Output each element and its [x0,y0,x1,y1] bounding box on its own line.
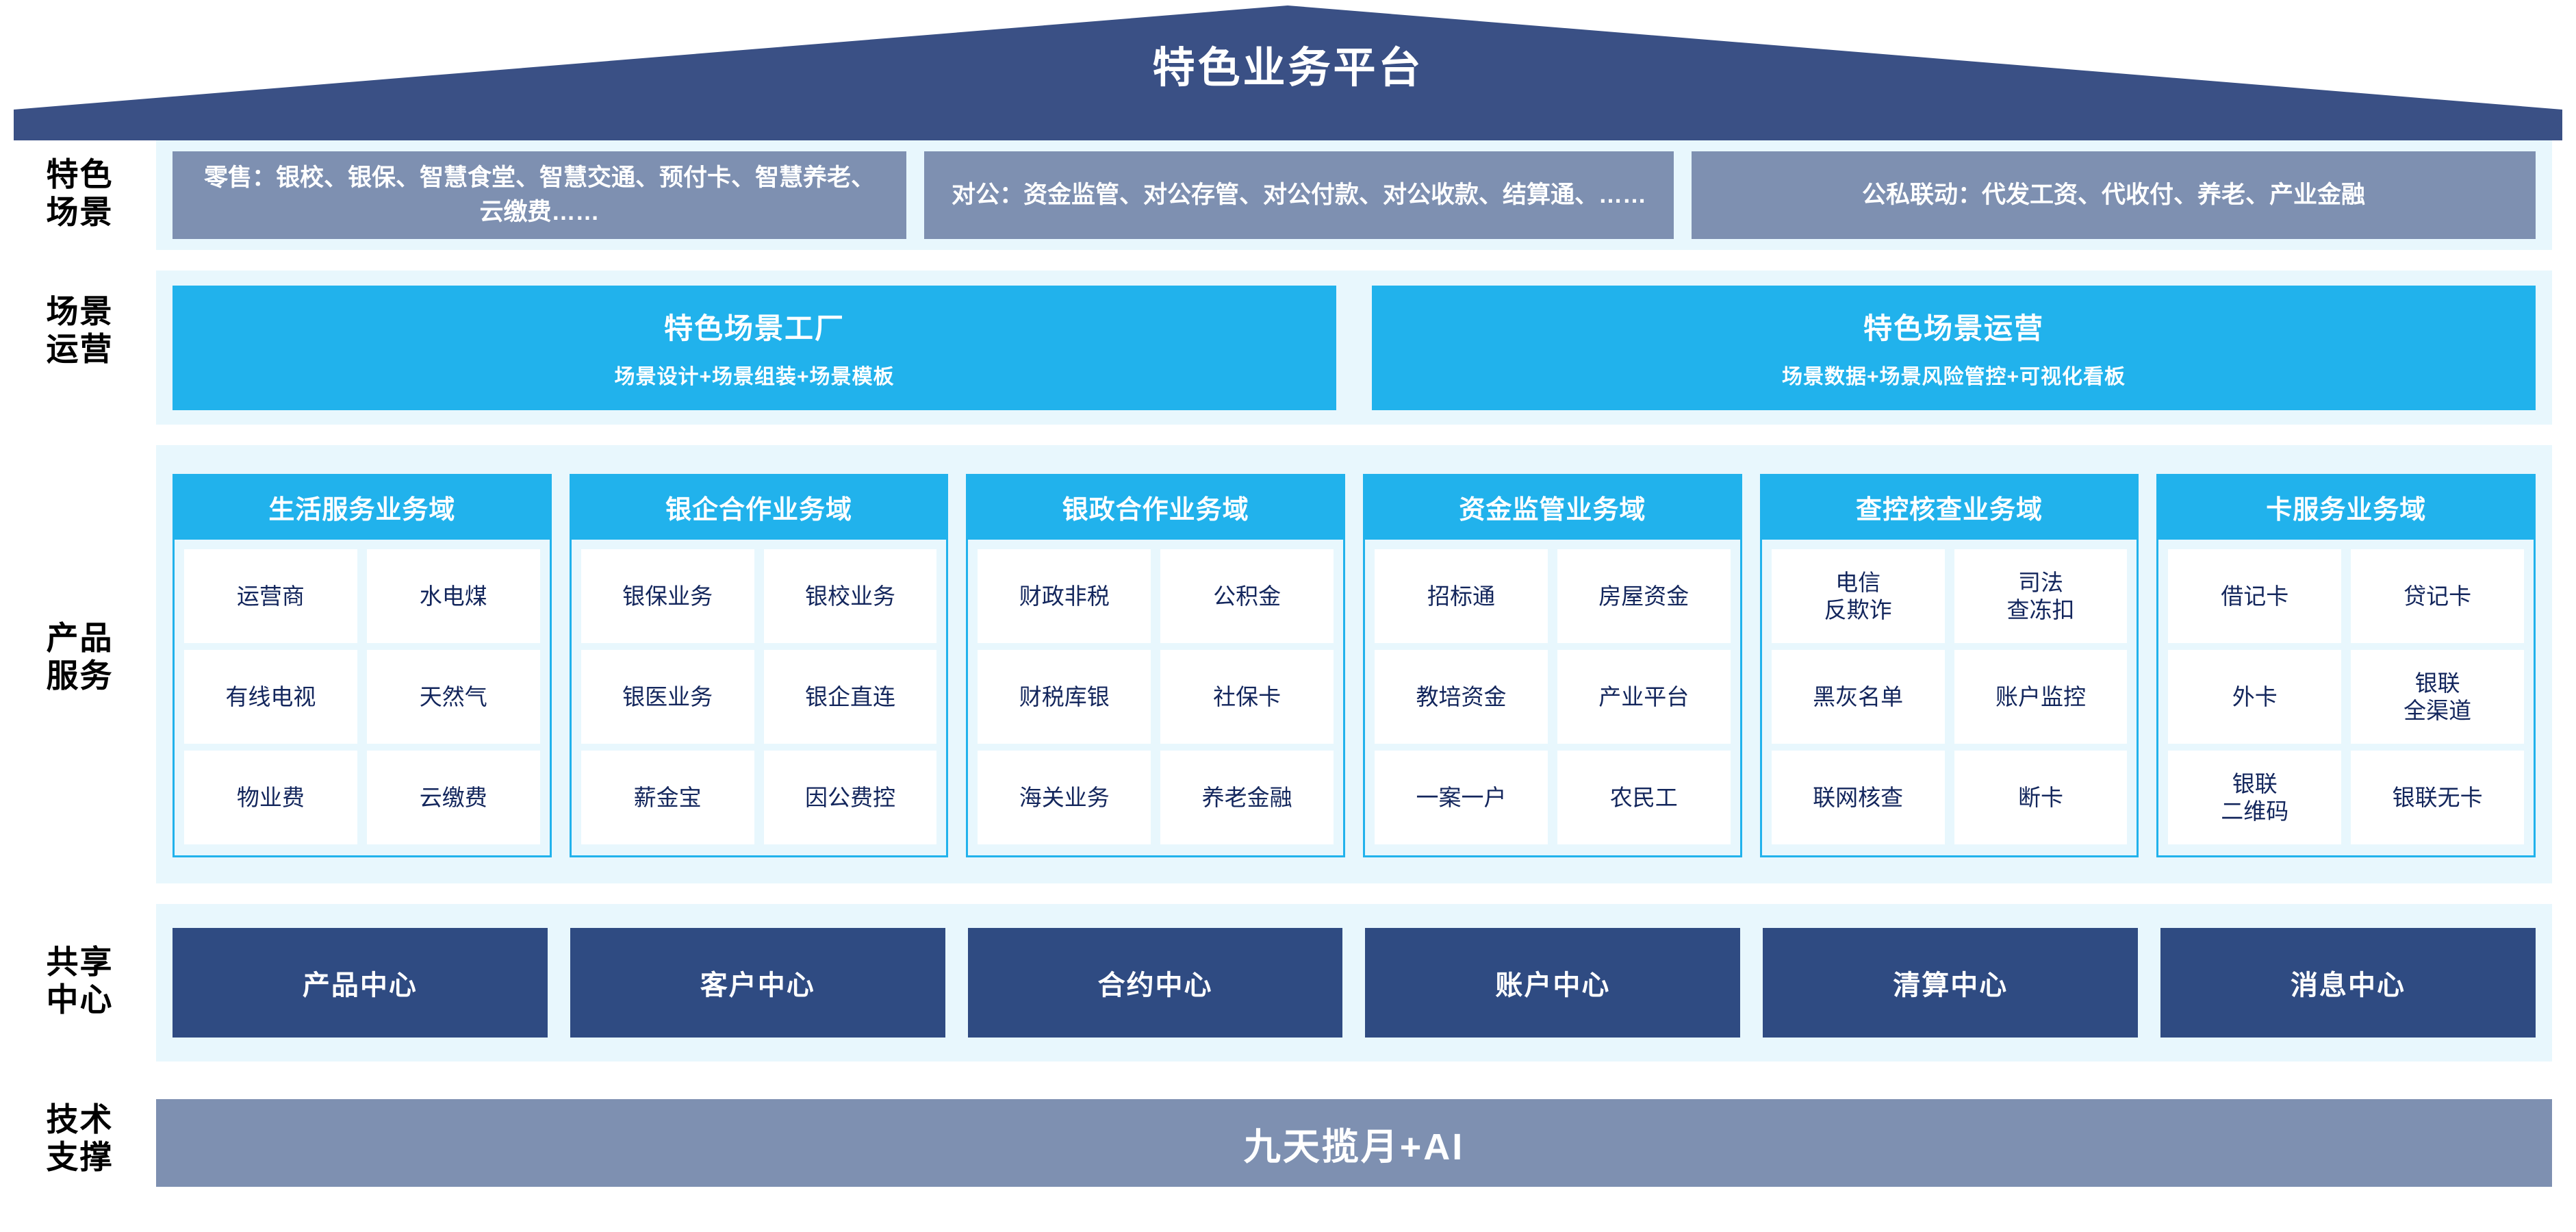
domain-item[interactable]: 云缴费 [366,751,540,844]
row-label-ops: 场景 运营 [46,293,114,367]
domain-item[interactable]: 社保卡 [1160,650,1334,744]
domain-item[interactable]: 水电煤 [366,549,540,643]
domain-item[interactable]: 银联 全渠道 [2351,650,2525,744]
ops-title: 特色场景工厂 [663,312,845,344]
domain-card-life-service: 生活服务业务域 运营商 水电煤 有线电视 天然气 物业费 云缴费 [173,474,552,857]
scene-box-linkage: 公私联动：代发工资、代收付、养老、产业金融 [1692,151,2536,239]
domain-card-investigation: 查控核查业务域 电信 反欺诈 司法 查冻扣 黑灰名单 账户监控 联网核查 断卡 [1759,474,2139,857]
ops-title: 特色场景运营 [1863,312,2044,344]
domain-row: 招标通 房屋资金 [1375,549,1731,643]
ops-box-scene-factory: 特色场景工厂 场景设计+场景组装+场景模板 [173,285,1336,410]
ops-box-scene-operation: 特色场景运营 场景数据+场景风险管控+可视化看板 [1372,285,2536,410]
shared-centers-band: 产品中心 客户中心 合约中心 账户中心 清算中心 消息中心 [156,904,2552,1061]
domain-row: 运营商 水电煤 [184,549,540,643]
domain-item[interactable]: 司法 查冻扣 [1954,549,2128,643]
domain-row: 银联 二维码 银联无卡 [2168,751,2525,844]
domain-item[interactable]: 财税库银 [978,650,1151,744]
domain-row: 教培资金 产业平台 [1375,650,1731,744]
center-box-contract[interactable]: 合约中心 [967,928,1343,1038]
domain-row: 借记卡 贷记卡 [2168,549,2525,643]
row-label-centers: 共享 中心 [46,944,114,1018]
domain-item[interactable]: 贷记卡 [2351,549,2525,643]
domain-item[interactable]: 因公费控 [763,751,937,844]
domain-title: 银政合作业务域 [968,476,1344,540]
domain-title: 资金监管业务域 [1365,476,1740,540]
ops-subtitle: 场景数据+场景风险管控+可视化看板 [1781,366,2126,388]
domain-row: 联网核查 断卡 [1771,751,2128,844]
domain-row: 海关业务 养老金融 [978,751,1334,844]
domain-item[interactable]: 教培资金 [1375,650,1548,744]
domain-item[interactable]: 银联无卡 [2351,751,2525,844]
domain-item[interactable]: 房屋资金 [1557,549,1731,643]
ops-subtitle: 场景设计+场景组装+场景模板 [614,366,895,388]
domain-item[interactable]: 物业费 [184,751,357,844]
domain-item[interactable]: 天然气 [366,650,540,744]
domain-row: 一案一户 农民工 [1375,751,1731,844]
domain-item[interactable]: 农民工 [1557,751,1731,844]
domain-card-card-service: 卡服务业务域 借记卡 贷记卡 外卡 银联 全渠道 银联 二维码 银联无卡 [2156,474,2536,857]
platform-roof: 特色业务平台 [0,0,2576,140]
domain-row: 黑灰名单 账户监控 [1771,650,2128,744]
domain-item[interactable]: 外卡 [2168,650,2342,744]
domain-item[interactable]: 养老金融 [1160,751,1334,844]
scene-band: 零售：银校、银保、智慧食堂、智慧交通、预付卡、智慧养老、云缴费…… 对公：资金监… [156,140,2552,250]
center-box-product[interactable]: 产品中心 [173,928,548,1038]
domain-item[interactable]: 银保业务 [581,549,754,643]
domain-item[interactable]: 公积金 [1160,549,1334,643]
tech-support-band: 九天揽月+AI [156,1099,2552,1187]
domain-row: 财政非税 公积金 [978,549,1334,643]
domain-row: 电信 反欺诈 司法 查冻扣 [1771,549,2128,643]
center-box-message[interactable]: 消息中心 [2160,928,2536,1038]
domain-title: 生活服务业务域 [175,476,550,540]
domain-row: 有线电视 天然气 [184,650,540,744]
domain-item[interactable]: 海关业务 [978,751,1151,844]
domain-item[interactable]: 电信 反欺诈 [1771,549,1945,643]
domain-item[interactable]: 借记卡 [2168,549,2342,643]
scene-box-retail: 零售：银校、银保、智慧食堂、智慧交通、预付卡、智慧养老、云缴费…… [173,151,906,239]
domain-item[interactable]: 账户监控 [1954,650,2128,744]
domain-item[interactable]: 一案一户 [1375,751,1548,844]
domain-title: 银企合作业务域 [571,476,947,540]
row-label-scene: 特色 场景 [46,156,114,230]
row-label-products: 产品 服务 [46,620,114,694]
domain-item[interactable]: 断卡 [1954,751,2128,844]
row-label-tech: 技术 支撑 [46,1101,114,1175]
domain-item[interactable]: 黑灰名单 [1771,650,1945,744]
tech-support-label: 九天揽月+AI [1243,1126,1465,1168]
center-box-clearing[interactable]: 清算中心 [1763,928,2139,1038]
page-title: 特色业务平台 [1152,45,1424,92]
domain-item[interactable]: 招标通 [1375,549,1548,643]
domain-item[interactable]: 银校业务 [763,549,937,643]
center-box-customer[interactable]: 客户中心 [570,928,945,1038]
domain-title: 卡服务业务域 [2158,476,2534,540]
domain-item[interactable]: 银企直连 [763,650,937,744]
center-box-account[interactable]: 账户中心 [1365,928,1741,1038]
domain-row: 银保业务 银校业务 [581,549,937,643]
domain-card-fund-supervision: 资金监管业务域 招标通 房屋资金 教培资金 产业平台 一案一户 农民工 [1363,474,1742,857]
domain-item[interactable]: 联网核查 [1771,751,1945,844]
domain-card-bank-government: 银政合作业务域 财政非税 公积金 财税库银 社保卡 海关业务 养老金融 [966,474,1346,857]
operations-band: 特色场景工厂 场景设计+场景组装+场景模板 特色场景运营 场景数据+场景风险管控… [156,271,2552,425]
domain-row: 外卡 银联 全渠道 [2168,650,2525,744]
domain-row: 物业费 云缴费 [184,751,540,844]
domain-card-bank-enterprise: 银企合作业务域 银保业务 银校业务 银医业务 银企直连 薪金宝 因公费控 [569,474,949,857]
domain-item[interactable]: 银医业务 [581,650,754,744]
domain-item[interactable]: 有线电视 [184,650,357,744]
scene-box-corporate: 对公：资金监管、对公存管、对公付款、对公收款、结算通、…… [924,151,1674,239]
domain-row: 财税库银 社保卡 [978,650,1334,744]
domain-item[interactable]: 银联 二维码 [2168,751,2342,844]
domain-item[interactable]: 薪金宝 [581,751,754,844]
domain-item[interactable]: 运营商 [184,549,357,643]
domain-row: 银医业务 银企直连 [581,650,937,744]
domain-item[interactable]: 财政非税 [978,549,1151,643]
domain-row: 薪金宝 因公费控 [581,751,937,844]
products-band: 生活服务业务域 运营商 水电煤 有线电视 天然气 物业费 云缴费 [156,445,2552,883]
domain-item[interactable]: 产业平台 [1557,650,1731,744]
domain-title: 查控核查业务域 [1761,476,2137,540]
